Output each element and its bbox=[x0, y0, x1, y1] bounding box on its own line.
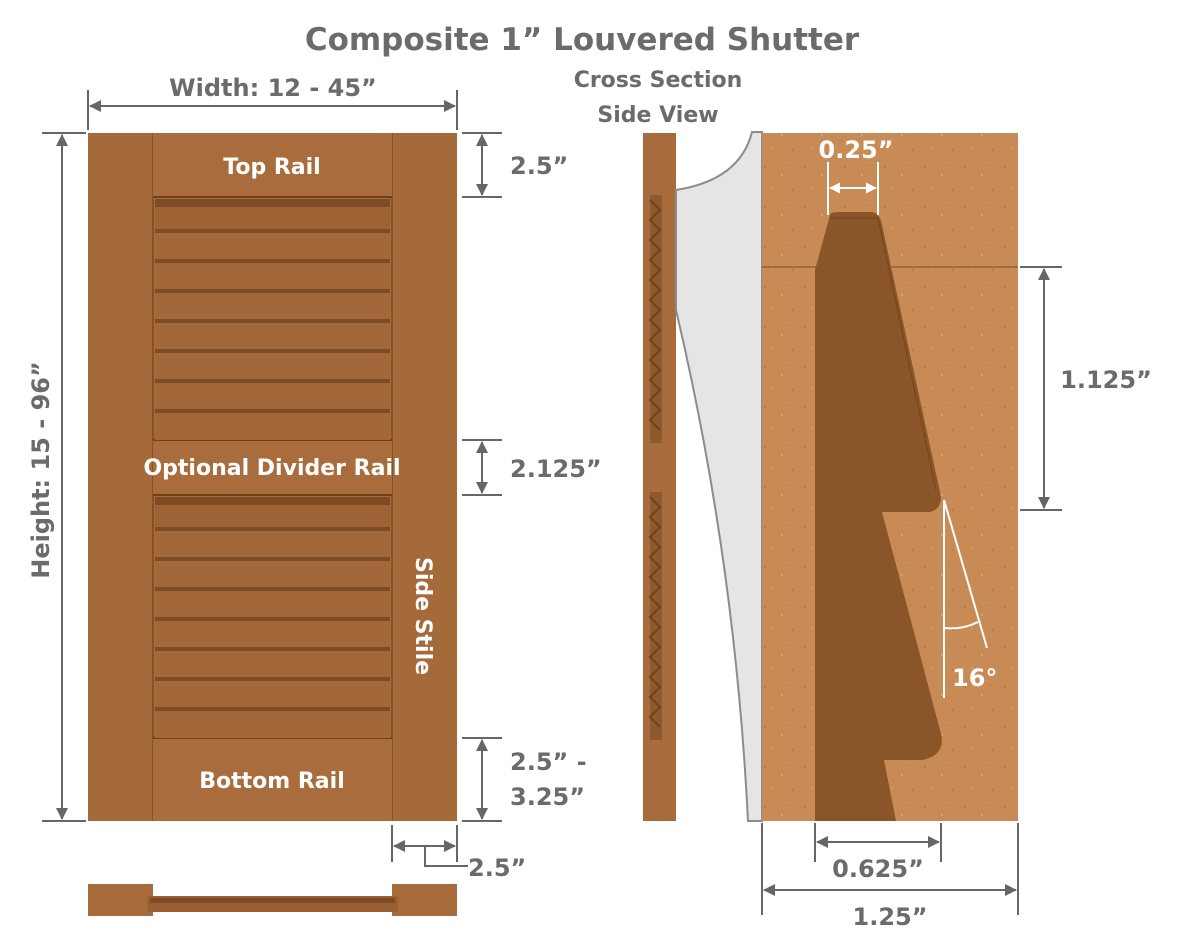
louver-profile bbox=[815, 212, 942, 821]
bottom-rail bbox=[153, 738, 392, 821]
divider-rail-dimension: 2.125” bbox=[462, 439, 602, 496]
top-rail bbox=[153, 133, 392, 197]
diagram-title: Composite 1” Louvered Shutter bbox=[305, 22, 860, 58]
enlarged-section bbox=[762, 133, 1018, 821]
right-stile bbox=[392, 133, 457, 821]
height-dimension: Height: 15 - 96” bbox=[27, 132, 86, 822]
louver-height-dim: 1.125” bbox=[1060, 366, 1152, 394]
divider-rail-label: Optional Divider Rail bbox=[143, 456, 400, 481]
louver-depth-dimension: 0.625” bbox=[814, 823, 942, 883]
left-stile bbox=[88, 133, 153, 821]
width-label: Width: 12 - 45” bbox=[169, 74, 377, 102]
bottom-rail-label: Bottom Rail bbox=[199, 769, 344, 794]
top-rail-dimension: 2.5” bbox=[462, 132, 568, 198]
bottom-rail-dim-line1: 2.5” - bbox=[510, 748, 587, 776]
upper-louvers bbox=[155, 199, 390, 440]
angle-dimension: 16° bbox=[943, 499, 997, 698]
cross-section-label: Cross Section bbox=[574, 68, 743, 93]
top-width-dim: 0.25” bbox=[819, 136, 894, 164]
stile-width-dim: 2.5” bbox=[468, 854, 526, 882]
bottom-rail-dimension: 2.5” - 3.25” bbox=[462, 737, 587, 822]
total-depth-dim: 1.25” bbox=[853, 903, 928, 931]
side-strip bbox=[643, 133, 676, 821]
side-stile-label: Side Stile bbox=[410, 557, 435, 675]
top-width-dimension: 0.25” bbox=[819, 136, 894, 215]
width-dimension: Width: 12 - 45” bbox=[87, 74, 458, 130]
angle-dim: 16° bbox=[952, 664, 997, 692]
bottom-profile bbox=[88, 884, 457, 916]
magnifier-callout bbox=[675, 131, 763, 822]
top-rail-dim: 2.5” bbox=[510, 152, 568, 180]
louver-depth-dim: 0.625” bbox=[832, 855, 924, 883]
lower-louvers bbox=[155, 497, 390, 738]
louver-height-dimension: 1.125” bbox=[1020, 266, 1152, 511]
front-view: Top Rail Optional Divider Rail Bottom Ra… bbox=[88, 133, 457, 821]
bottom-rail-dim-line2: 3.25” bbox=[510, 783, 585, 811]
top-rail-label: Top Rail bbox=[223, 155, 320, 180]
divider-rail bbox=[153, 440, 392, 495]
divider-rail-dim: 2.125” bbox=[510, 455, 602, 483]
side-view-label: Side View bbox=[597, 103, 718, 128]
height-label: Height: 15 - 96” bbox=[27, 361, 55, 579]
stile-width-dimension: 2.5” bbox=[391, 825, 526, 882]
total-depth-dimension: 1.25” bbox=[761, 823, 1019, 931]
